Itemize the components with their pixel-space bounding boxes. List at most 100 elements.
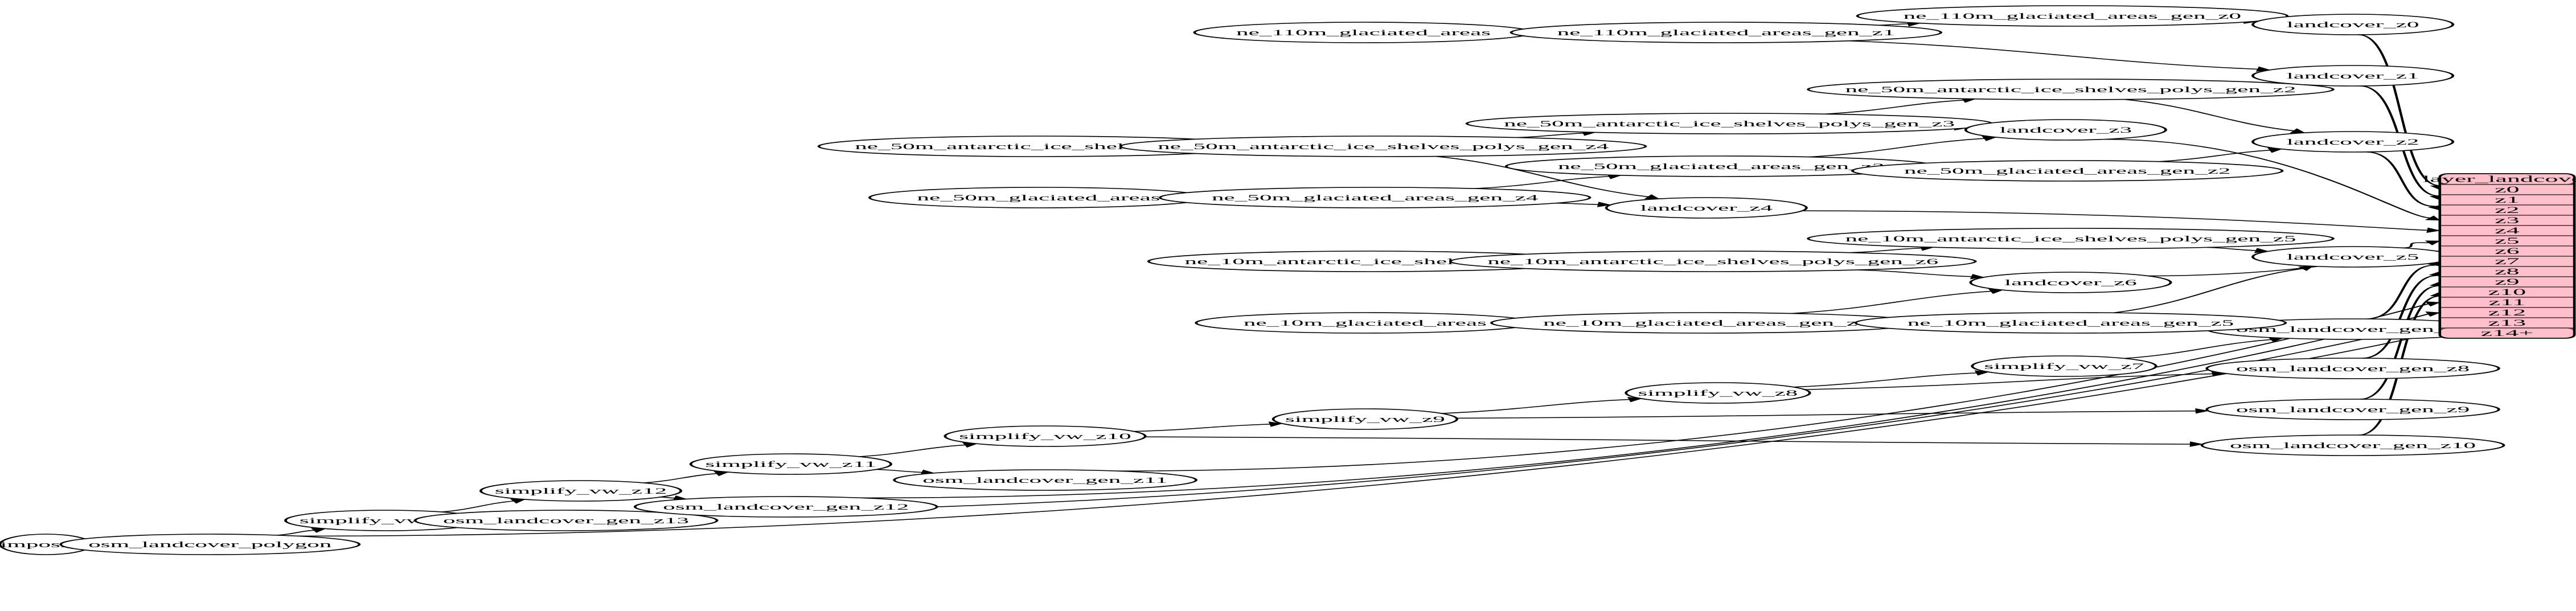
arrow-head-icon: [1597, 202, 1612, 207]
graph-edge: [859, 442, 978, 457]
graph-node-ne_110m_glaciated_areas_gen_z0[interactable]: ne_110m_glaciated_areas_gen_z0: [1856, 5, 2289, 27]
table-row-label: z2: [2495, 205, 2520, 215]
node-label: ne_50m_antarctic_ice_shelves_polys_gen_z…: [1158, 142, 1609, 151]
graph-node-osm_landcover_gen_z9[interactable]: osm_landcover_gen_z9: [2205, 399, 2500, 420]
node-ellipse: [1971, 355, 2157, 377]
edge-line: [1457, 410, 2196, 419]
node-label: ne_110m_glaciated_areas_gen_z0: [1904, 11, 2242, 21]
graph-node-ne_50m_glaciated_areas_gen_z3[interactable]: ne_50m_glaciated_areas_gen_z3: [1504, 155, 1938, 177]
graph-node-osm_landcover_gen_z13[interactable]: osm_landcover_gen_z13: [413, 510, 719, 531]
edge-line: [2124, 99, 2294, 132]
graph-edge: [2401, 240, 2441, 249]
graph-edge: [2105, 138, 2441, 221]
edge-line: [2105, 138, 2430, 219]
graph-node-simplify_vw_z7[interactable]: simplify_vw_z7: [1971, 355, 2157, 377]
graph-node-landcover_z6[interactable]: landcover_z6: [1969, 272, 2172, 293]
edge-line: [1435, 155, 1649, 198]
edge-line: [2365, 265, 2435, 319]
edge-line: [1791, 290, 1992, 314]
layer-landcover-table: layer_landcoverz0z1z2z3z4z5z6z7z8z9z10z1…: [2423, 173, 2576, 339]
graph-node-osm_landcover_gen_z8[interactable]: osm_landcover_gen_z8: [2205, 358, 2500, 379]
edge-line: [2359, 285, 2438, 400]
node-label: simplify_vw_z7: [1984, 362, 2144, 371]
node-label: ne_110m_glaciated_areas: [1236, 28, 1491, 38]
graph-node-osm_landcover_gen_z11[interactable]: osm_landcover_gen_z11: [893, 469, 1197, 491]
node-label: osm_landcover_gen_z11: [922, 475, 1167, 485]
node-label: ne_10m_antarctic_ice_shelves_polys_gen_z…: [1487, 257, 1938, 266]
graph-node-landcover_z4[interactable]: landcover_z4: [1605, 197, 1808, 219]
node-label: landcover_z4: [1640, 203, 1773, 213]
graph-edge: [1457, 408, 2209, 419]
graph-node-osm_landcover_gen_z12[interactable]: osm_landcover_gen_z12: [633, 496, 938, 518]
edge-line: [2365, 151, 2435, 207]
node-ellipse: [2205, 399, 2500, 420]
graph-node-ne_10m_glaciated_areas_gen_z5[interactable]: ne_10m_glaciated_areas_gen_z5: [1854, 312, 2287, 334]
edge-line: [643, 473, 717, 483]
node-ellipse: [2205, 358, 2500, 379]
node-ellipse: [479, 480, 683, 502]
node-label: ne_50m_glaciated_areas_gen_z3: [1558, 162, 1885, 171]
graph-node-simplify_vw_z8[interactable]: simplify_vw_z8: [1625, 382, 1811, 404]
edge-line: [1475, 176, 1610, 189]
table-row-label: z5: [2495, 236, 2520, 246]
graph-edge: [1802, 210, 2441, 233]
node-label: landcover_z5: [2287, 252, 2419, 262]
table-row-label: z12: [2488, 307, 2526, 318]
graph-node-ne_110m_glaciated_areas[interactable]: ne_110m_glaciated_areas: [1193, 22, 1534, 43]
graph-node-landcover_z3[interactable]: landcover_z3: [1964, 119, 2167, 141]
node-ellipse: [2251, 65, 2455, 87]
node-label: simplify_vw_z10: [959, 432, 1131, 441]
table-row-label: z3: [2495, 215, 2520, 225]
graph-node-landcover_z1[interactable]: landcover_z1: [2251, 65, 2455, 87]
graph-node-osm_landcover_polygon[interactable]: osm_landcover_polygon: [59, 534, 361, 555]
node-ellipse: [944, 425, 1147, 447]
graph-node-simplify_vw_z12[interactable]: simplify_vw_z12: [479, 480, 683, 502]
graph-node-landcover_z0[interactable]: landcover_z0: [2251, 14, 2455, 35]
node-label: landcover_z3: [1999, 125, 2132, 135]
edge-line: [1804, 373, 2213, 390]
node-ellipse: [59, 534, 361, 555]
table-row-label: z10: [2488, 287, 2526, 297]
graph-node-ne_10m_antarctic_ice_shelves_polys_gen_z5[interactable]: ne_10m_antarctic_ice_shelves_polys_gen_z…: [1807, 228, 2335, 249]
graph-edge: [1145, 436, 2204, 447]
graph-edge: [1848, 40, 2271, 72]
node-ellipse: [2200, 434, 2505, 456]
node-ellipse: [1807, 228, 2335, 249]
graph-node-ne_10m_glaciated_areas_gen_z6[interactable]: ne_10m_glaciated_areas_gen_z6: [1490, 312, 1923, 334]
graph-node-ne_50m_glaciated_areas[interactable]: ne_50m_glaciated_areas: [868, 187, 1209, 208]
node-label: osm_landcover_polygon: [88, 540, 331, 550]
graph-node-ne_50m_antarctic_ice_shelves_polys_gen_z2[interactable]: ne_50m_antarctic_ice_shelves_polys_gen_z…: [1807, 79, 2335, 100]
arrow-head-icon: [2426, 227, 2441, 233]
graph-node-simplify_vw_z10[interactable]: simplify_vw_z10: [944, 425, 1147, 447]
edge-line: [859, 444, 966, 457]
graph-node-ne_50m_antarctic_ice_shelves_polys_gen_z3[interactable]: ne_50m_antarctic_ice_shelves_polys_gen_z…: [1465, 113, 1993, 134]
graph-node-ne_50m_glaciated_areas_gen_z4[interactable]: ne_50m_glaciated_areas_gen_z4: [1158, 187, 1591, 208]
node-label: osm_landcover_gen_z8: [2236, 364, 2470, 374]
graph-node-ne_50m_antarctic_ice_shelves_polys_gen_z4[interactable]: ne_50m_antarctic_ice_shelves_polys_gen_z…: [1119, 136, 1647, 157]
graph-node-simplify_vw_z9[interactable]: simplify_vw_z9: [1271, 408, 1459, 430]
node-label: ne_50m_antarctic_ice_shelves_polys_gen_z…: [1845, 85, 2296, 95]
graph-node-ne_50m_glaciated_areas_gen_z2[interactable]: ne_50m_glaciated_areas_gen_z2: [1851, 160, 2284, 182]
graph-node-landcover_z5[interactable]: landcover_z5: [2251, 246, 2455, 268]
edge-line: [1809, 138, 1985, 158]
graph-node-ne_10m_glaciated_areas[interactable]: ne_10m_glaciated_areas: [1195, 312, 1536, 334]
table-row-label: z0: [2495, 184, 2520, 195]
node-label: ne_50m_glaciated_areas: [917, 193, 1160, 203]
graph-node-ne_10m_antarctic_ice_shelves_polys_gen_z6[interactable]: ne_10m_antarctic_ice_shelves_polys_gen_z…: [1449, 251, 1977, 272]
node-label: ne_10m_glaciated_areas_gen_z6: [1543, 318, 1870, 328]
graph-node-landcover_z2[interactable]: landcover_z2: [2251, 131, 2455, 153]
graph-node-simplify_vw_z11[interactable]: simplify_vw_z11: [689, 453, 892, 475]
table-layer-landcover: layer_landcoverz0z1z2z3z4z5z6z7z8z9z10z1…: [2423, 173, 2576, 339]
arrow-head-icon: [2195, 408, 2209, 414]
edge-line: [297, 334, 2429, 537]
node-label: osm_landcover_gen_z13: [443, 516, 689, 526]
edge-line: [1555, 203, 1599, 205]
arrow-head-icon: [1970, 274, 1985, 280]
graph-node-ne_110m_glaciated_areas_gen_z1[interactable]: ne_110m_glaciated_areas_gen_z1: [1509, 22, 1943, 43]
graph-edge: [1824, 97, 1976, 114]
table-row-label: z4: [2495, 225, 2520, 236]
graph-node-osm_landcover_gen_z10[interactable]: osm_landcover_gen_z10: [2200, 434, 2505, 456]
node-ellipse: [1854, 312, 2287, 334]
graph-node-imposm3[interactable]: imposm3: [0, 534, 93, 555]
